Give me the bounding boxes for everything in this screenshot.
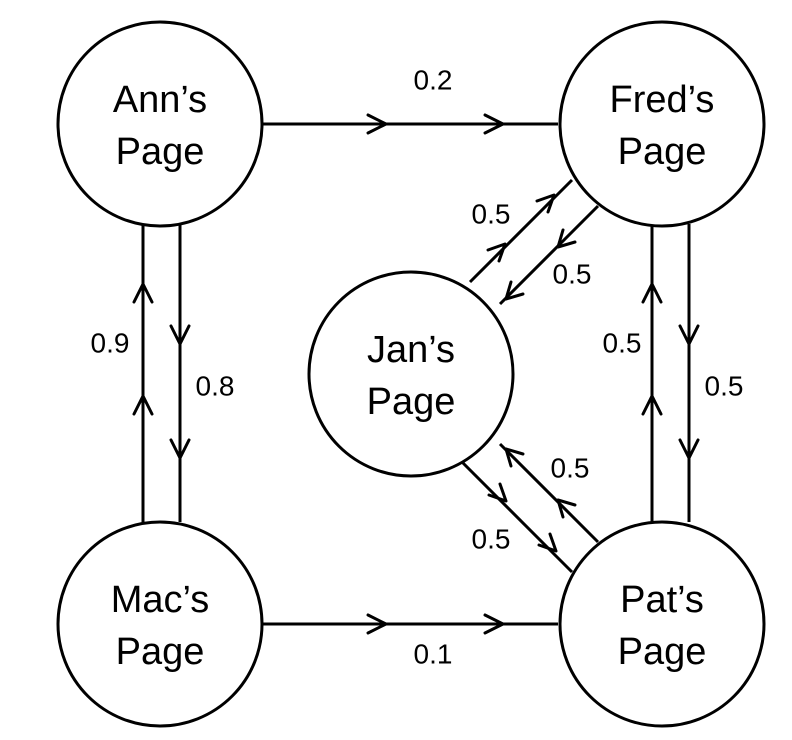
node-circle — [307, 270, 515, 478]
arrowhead — [678, 438, 700, 460]
node-label-line1: Pat’s — [620, 579, 704, 621]
arrowhead — [366, 113, 388, 135]
node-circle — [558, 20, 766, 228]
arrowhead — [504, 280, 525, 301]
edge-weight-label: 0.5 — [472, 198, 511, 229]
edge-mac-to-ann: 0.9 — [91, 224, 154, 522]
edge-weight-label: 0.1 — [414, 638, 453, 669]
edge-pat-to-jan: 0.5 — [498, 442, 600, 544]
node-label-line2: Page — [618, 131, 707, 173]
arrowhead — [132, 394, 154, 416]
node-label-line2: Page — [618, 631, 707, 673]
edge-ann-to-mac: 0.8 — [169, 224, 235, 522]
node-label-line2: Page — [116, 631, 205, 673]
node-jan-page: Jan’s Page — [307, 270, 515, 478]
edge-mac-to-pat: 0.1 — [262, 613, 558, 669]
edge-weight-label: 0.2 — [414, 64, 453, 95]
arrowhead — [132, 282, 154, 304]
arrowhead — [169, 438, 191, 460]
edge-weight-label: 0.5 — [551, 452, 590, 483]
node-circle — [558, 520, 766, 728]
edge-fred-to-jan: 0.5 — [498, 204, 600, 306]
node-ann-page: Ann’s Page — [56, 20, 264, 228]
arrowhead — [556, 228, 577, 249]
arrowhead — [366, 613, 388, 635]
edge-weight-label: 0.5 — [603, 327, 642, 358]
node-label-line1: Fred’s — [610, 79, 715, 121]
arrowhead — [678, 324, 700, 346]
node-label-line1: Mac’s — [111, 579, 210, 621]
arrowhead — [483, 113, 505, 135]
edge-weight-label: 0.5 — [472, 523, 511, 554]
arrowhead — [556, 498, 577, 519]
node-fred-page: Fred’s Page — [558, 20, 766, 228]
arrowhead — [483, 613, 505, 635]
edge-weight-label: 0.5 — [553, 258, 592, 289]
edge-jan-to-fred: 0.5 — [468, 178, 574, 284]
arrowhead — [535, 193, 556, 214]
node-label-line2: Page — [116, 131, 205, 173]
arrowhead — [641, 394, 663, 416]
node-pat-page: Pat’s Page — [558, 520, 766, 728]
node-mac-page: Mac’s Page — [56, 520, 264, 728]
node-label-line1: Ann’s — [113, 79, 207, 121]
arrowhead — [486, 242, 507, 263]
arrowhead — [504, 447, 525, 468]
edge-ann-to-fred: 0.2 — [262, 64, 558, 135]
edge-weight-label: 0.9 — [91, 327, 130, 358]
node-label-line1: Jan’s — [367, 329, 455, 371]
node-label-line2: Page — [367, 381, 456, 423]
arrowhead — [537, 532, 558, 553]
arrowhead — [487, 482, 508, 503]
node-circle — [56, 20, 264, 228]
arrowhead — [169, 324, 191, 346]
edge-weight-label: 0.5 — [705, 370, 744, 401]
node-circle — [56, 520, 264, 728]
edge-jan-to-pat: 0.5 — [460, 460, 574, 574]
arrowhead — [641, 282, 663, 304]
edge-fred-to-pat: 0.5 — [678, 224, 744, 522]
edge-weight-label: 0.8 — [196, 370, 235, 401]
edge-pat-to-fred: 0.5 — [603, 224, 663, 522]
